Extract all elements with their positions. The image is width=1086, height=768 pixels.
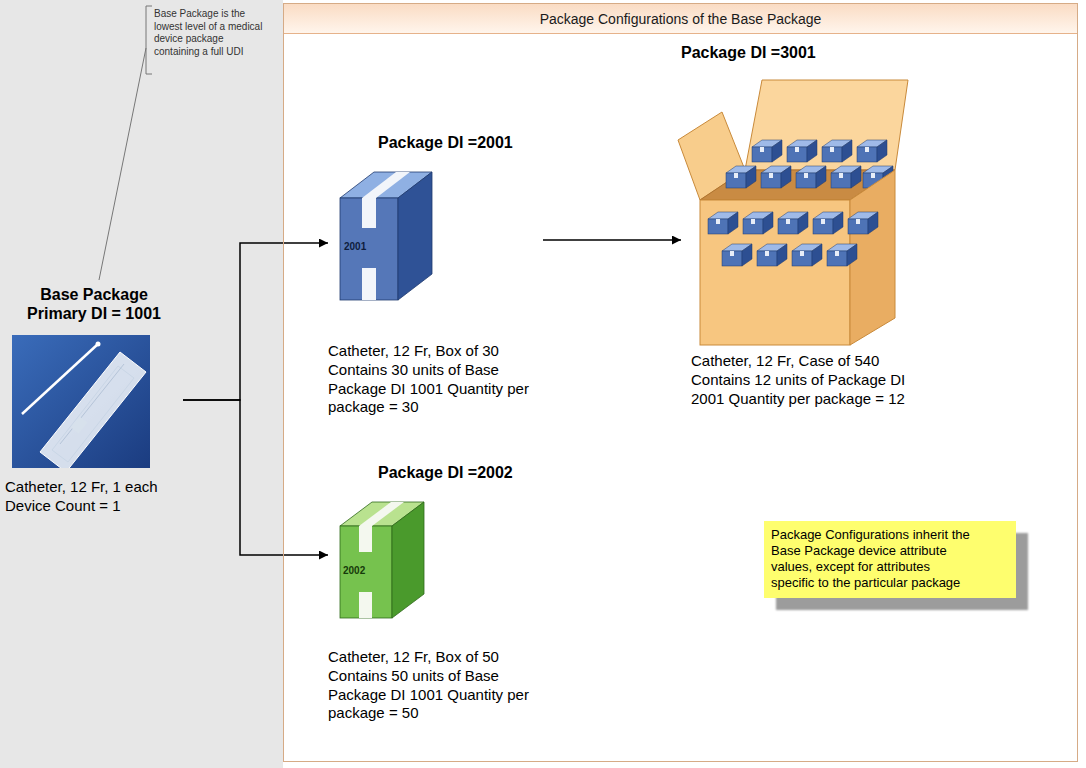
leader-line <box>99 48 146 280</box>
box-illustration <box>340 172 432 300</box>
package-description: Catheter, 12 Fr, Box of 30 Contains 30 u… <box>328 342 543 417</box>
package-config: Package DI =2001 2001Catheter, 12 Fr, Box… <box>328 133 543 423</box>
package-config: Package DI =2002 2002Catheter, 12 Fr, Box… <box>328 463 543 733</box>
callout-bracket <box>146 6 152 74</box>
configuration-panel: Package Configurations of the Base Packa… <box>283 3 1078 762</box>
package-description: Catheter, 12 Fr, Box of 50 Contains 50 u… <box>328 648 543 723</box>
connector-arrow <box>183 243 328 400</box>
box-label: 2001 <box>344 241 374 252</box>
package-heading: Package DI =3001 <box>681 43 851 62</box>
package-config: Package DI =3001Catheter, 12 Fr, Case of… <box>681 43 906 438</box>
box-label: 2002 <box>343 565 373 576</box>
package-description: Catheter, 12 Fr, Case of 540 Contains 12… <box>691 352 906 408</box>
panel-title: Package Configurations of the Base Packa… <box>284 4 1077 34</box>
box-illustration <box>340 502 424 618</box>
catheter-photo <box>12 335 150 472</box>
connector-arrow <box>543 239 681 241</box>
package-description: Catheter, 12 Fr, 1 each Device Count = 1 <box>5 478 183 516</box>
case-illustration <box>678 80 908 345</box>
package-heading: Package DI =2001 <box>378 133 543 152</box>
connector-arrow <box>183 400 328 555</box>
note-box: Package Configurations inherit the Base … <box>764 521 1016 598</box>
base-package: Base Package Primary DI = 1001Catheter, … <box>5 285 183 522</box>
package-heading: Base Package Primary DI = 1001 <box>17 285 171 323</box>
note-text: Package Configurations inherit the Base … <box>771 527 976 590</box>
callout-note: Base Package is the lowest level of a me… <box>154 8 266 58</box>
package-heading: Package DI =2002 <box>378 463 543 482</box>
